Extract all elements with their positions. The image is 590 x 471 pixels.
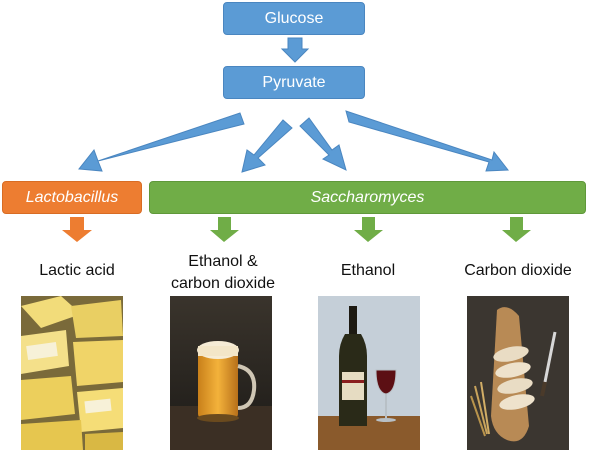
pyruvate-node: Pyruvate: [223, 66, 365, 99]
arrow-pyruvate-to-yeast-3: [345, 110, 509, 172]
beer-illustration: [170, 296, 272, 450]
arrow-to-ethanol: [354, 217, 383, 242]
arrow-to-lactic-acid: [62, 217, 92, 242]
carbon-dioxide-label: Carbon dioxide: [452, 260, 584, 282]
arrow-pyruvate-to-yeast-2: [299, 117, 347, 171]
saccharomyces-label: Saccharomyces: [310, 188, 425, 206]
beer-photo: [170, 296, 272, 450]
cheese-photo: [21, 296, 123, 450]
lactic-acid-label: Lactic acid: [18, 260, 136, 282]
ethanol-co2-line1: Ethanol &: [188, 253, 258, 270]
ethanol-co2-line2: carbon dioxide: [170, 275, 276, 292]
arrow-to-ethanol-co2: [210, 217, 239, 242]
ethanol-label: Ethanol: [318, 260, 418, 282]
pyruvate-label: Pyruvate: [262, 73, 326, 91]
wine-illustration: [318, 296, 420, 450]
arrow-pyruvate-to-lactobacillus: [78, 112, 245, 172]
arrow-to-carbon-dioxide: [502, 217, 531, 242]
carbon-dioxide-text: Carbon dioxide: [464, 262, 572, 279]
glucose-node: Glucose: [223, 2, 365, 35]
bread-photo: [467, 296, 569, 450]
wine-photo: [318, 296, 420, 450]
ethanol-co2-label: Ethanol & carbon dioxide: [158, 251, 288, 295]
ethanol-text: Ethanol: [340, 262, 396, 279]
glucose-label: Glucose: [264, 9, 324, 27]
saccharomyces-node: Saccharomyces: [149, 181, 586, 214]
lactobacillus-label: Lactobacillus: [25, 188, 119, 206]
arrow-pyruvate-to-yeast-1: [241, 119, 293, 173]
lactic-acid-text: Lactic acid: [39, 262, 115, 279]
arrow-glucose-to-pyruvate: [280, 37, 310, 63]
bread-illustration: [467, 296, 569, 450]
lactobacillus-node: Lactobacillus: [2, 181, 142, 214]
cheese-illustration: [21, 296, 123, 450]
